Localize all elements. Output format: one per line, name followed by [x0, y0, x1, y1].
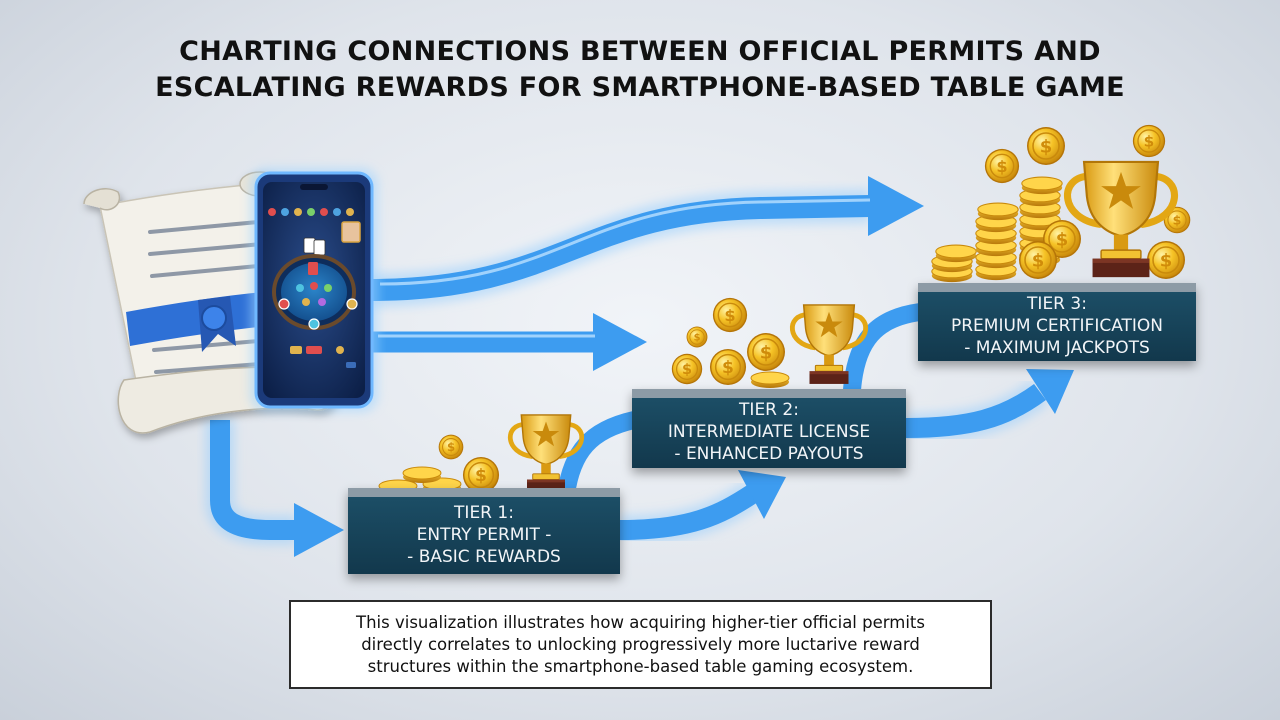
coin-icon	[686, 326, 708, 348]
connector-tier1-up	[557, 411, 637, 496]
tier-2-rewards	[671, 297, 866, 389]
coin-stack-icon	[935, 244, 977, 263]
coin-icon	[712, 297, 748, 333]
coin-icon	[1132, 124, 1166, 158]
caption-line-3: structures within the smartphone-based t…	[367, 656, 914, 676]
caption-box: This visualization illustrates how acqui…	[289, 600, 992, 689]
playing-cards-icon	[303, 237, 326, 256]
coin-icon	[1026, 126, 1066, 166]
tier-3-rewards	[931, 124, 1191, 283]
arrow-tier2-to-tier3	[905, 369, 1074, 443]
tier-3-heading: TIER 3:	[1027, 293, 1087, 314]
tier-1-box: TIER 1: ENTRY PERMIT - - BASIC REWARDS	[348, 488, 620, 574]
tier-2-permit: INTERMEDIATE LICENSE	[667, 422, 871, 442]
arrow-to-tier-1	[205, 420, 344, 557]
coin-icon	[984, 148, 1020, 184]
caption-line-2: directly correlates to unlocking progres…	[361, 634, 920, 654]
coin-icon	[709, 348, 747, 386]
tier-2-heading: TIER 2:	[739, 400, 799, 420]
coin-stack-icon	[977, 202, 1019, 221]
coin-icon	[746, 332, 786, 372]
tier-3-permit: PREMIUM CERTIFICATION	[950, 315, 1164, 336]
tier-2-box: TIER 2: INTERMEDIATE LICENSE - ENHANCED …	[632, 389, 906, 468]
coin-icon	[1146, 240, 1186, 280]
caption-line-1: This visualization illustrates how acqui…	[356, 612, 925, 632]
tier-3-reward: - MAXIMUM JACKPOTS	[964, 337, 1150, 358]
tier-1-rewards	[378, 415, 582, 497]
tier-1-heading: TIER 1:	[454, 502, 514, 523]
title-line-1: CHARTING CONNECTIONS BETWEEN OFFICIAL PE…	[179, 36, 1101, 67]
coin-stack-icon	[402, 466, 442, 484]
coin-icon	[438, 434, 464, 460]
arrow-to-tier-2	[372, 313, 647, 371]
smartphone-icon	[250, 168, 378, 412]
phone-toolbar-icons	[268, 208, 354, 216]
arrow-tier1-to-tier2	[619, 470, 786, 545]
phone-bottom-controls	[290, 346, 356, 368]
connector-tier2-up	[843, 303, 922, 391]
coin-icon	[671, 353, 703, 385]
arrow-to-tier-3	[369, 176, 924, 307]
page-title: CHARTING CONNECTIONS BETWEEN OFFICIAL PE…	[0, 34, 1280, 106]
player-avatar-icon	[341, 221, 361, 243]
coin-stack-icon	[1021, 176, 1063, 195]
coin-stack-icon	[750, 371, 790, 389]
tier-1-permit: ENTRY PERMIT -	[416, 524, 552, 545]
tier-3-box: TIER 3: PREMIUM CERTIFICATION - MAXIMUM …	[918, 283, 1196, 361]
coin-icon	[1018, 240, 1058, 280]
poker-table-icon	[272, 254, 358, 330]
title-line-2: ESCALATING REWARDS FOR SMARTPHONE-BASED …	[155, 72, 1125, 103]
tier-1-reward: - BASIC REWARDS	[407, 546, 561, 567]
tier-2-reward: - ENHANCED PAYOUTS	[674, 444, 864, 464]
